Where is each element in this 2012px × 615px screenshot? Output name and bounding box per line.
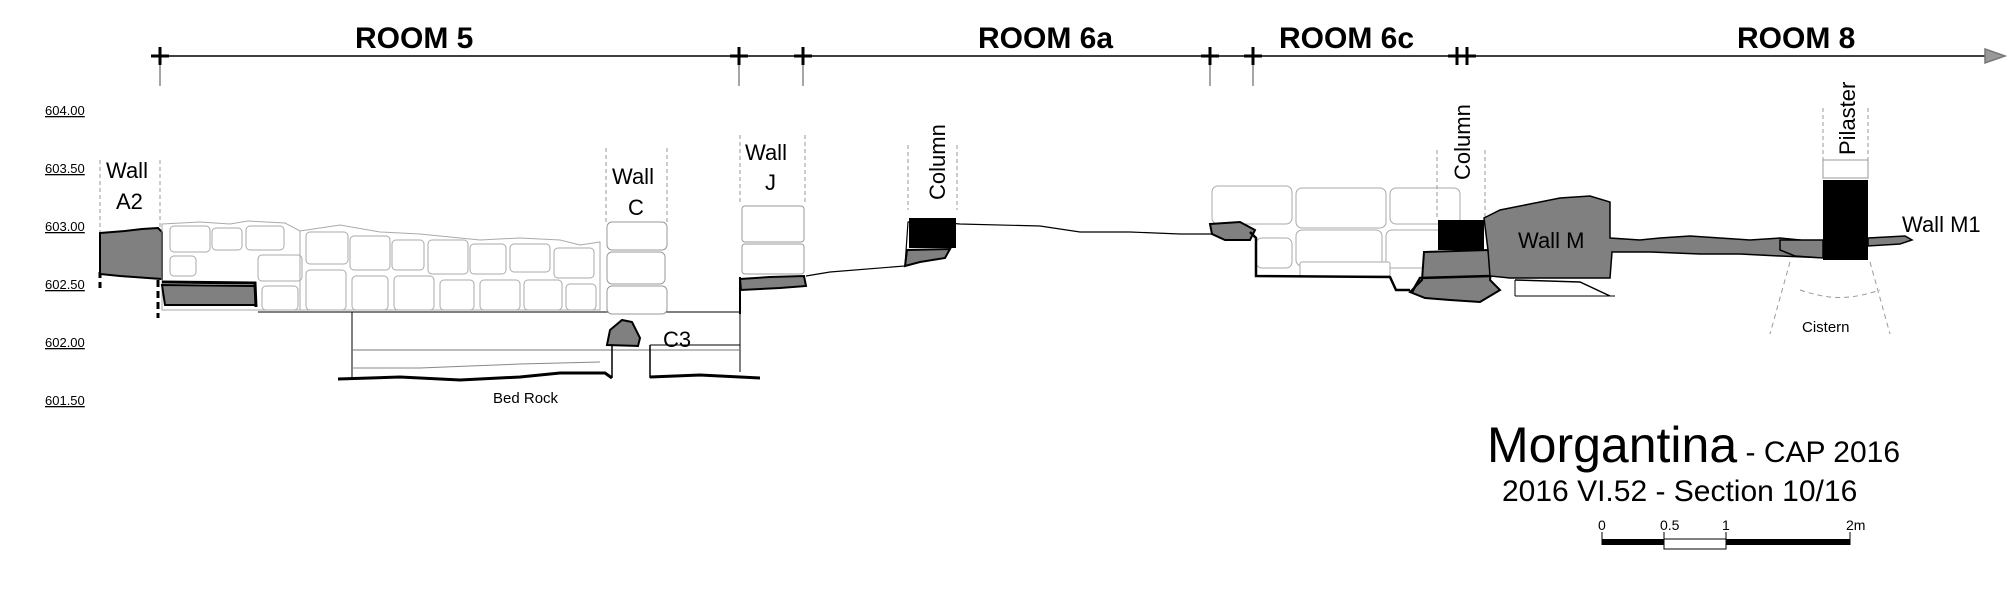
room-extent-markers: [151, 47, 1476, 65]
room-5-masonry: [161, 220, 601, 311]
site-title: Morgantina - CAP 2016: [1487, 417, 1900, 473]
scale-label-0-5: 0.5: [1660, 517, 1680, 533]
wall-c-label-line2: C: [628, 195, 644, 220]
elevation-601-50: 601.50: [45, 393, 85, 408]
cistern-label: Cistern: [1802, 319, 1850, 336]
scale-label-2m: 2m: [1846, 517, 1865, 533]
wall-c-label-line1: Wall: [612, 164, 654, 189]
wall-j-label-line2: J: [765, 170, 776, 195]
bed-rock-label: Bed Rock: [493, 390, 559, 407]
c3-label: C3: [663, 327, 691, 352]
room-5-section: [98, 135, 808, 382]
elevation-603-00: 603.00: [45, 219, 85, 234]
scale-label-0: 0: [1598, 517, 1606, 533]
cistern-outline: [1769, 261, 1891, 335]
wall-a2-profile: [99, 226, 163, 281]
bed-rock-line: [337, 371, 613, 382]
title-block: Morgantina - CAP 2016 2016 VI.52 - Secti…: [1487, 417, 1900, 508]
elevation-scale: 604.00 603.50 603.00 602.50 602.00 601.5…: [45, 103, 85, 408]
room-6a-section: [805, 145, 1220, 277]
wall-j-footing: [738, 274, 808, 292]
dimension-line: [160, 47, 2008, 65]
column-base-6a: [909, 218, 956, 248]
project-name: - CAP 2016: [1737, 436, 1900, 469]
elevation-603-50: 603.50: [45, 161, 85, 176]
room-6a-floor: [805, 221, 1220, 277]
wall-m-label: Wall M: [1518, 228, 1584, 253]
room-5-label: ROOM 5: [355, 22, 473, 55]
scale-bar: 0 0.5 1 2m: [1598, 517, 1865, 550]
elevation-604-00: 604.00: [45, 103, 85, 118]
section-title: 2016 VI.52 - Section 10/16: [1502, 475, 1857, 508]
room-6a-label: ROOM 6a: [978, 22, 1113, 55]
pilaster-label: Pilaster: [1835, 82, 1860, 155]
wall-a2-label-line1: Wall: [106, 158, 148, 183]
column-6c-label: Column: [1450, 104, 1475, 180]
elevation-602-50: 602.50: [45, 277, 85, 292]
room-6c-label: ROOM 6c: [1279, 22, 1414, 55]
room-8-label: ROOM 8: [1737, 22, 1855, 55]
column-base-6c: [1438, 220, 1484, 250]
wall-m1-label: Wall M1: [1902, 212, 1981, 237]
elevation-602-00: 602.00: [45, 335, 85, 350]
scale-label-1: 1: [1722, 517, 1730, 533]
wall-j-label-line1: Wall: [745, 140, 787, 165]
wall-a2-footing: [160, 283, 258, 306]
room-8-section: [1483, 108, 1914, 335]
c3-stone: [605, 318, 642, 348]
column-6a-label: Column: [925, 124, 950, 200]
room-6c-stone: [1208, 220, 1257, 241]
room-extent-ticks: [159, 65, 1254, 86]
wall-c-blocks: [606, 221, 668, 315]
room-6c-masonry: [1211, 185, 1461, 277]
site-name: Morgantina: [1487, 417, 1737, 473]
wall-a2-label-line2: A2: [116, 189, 143, 214]
wall-j-blocks: [741, 205, 805, 275]
pilaster-block: [1823, 180, 1868, 260]
